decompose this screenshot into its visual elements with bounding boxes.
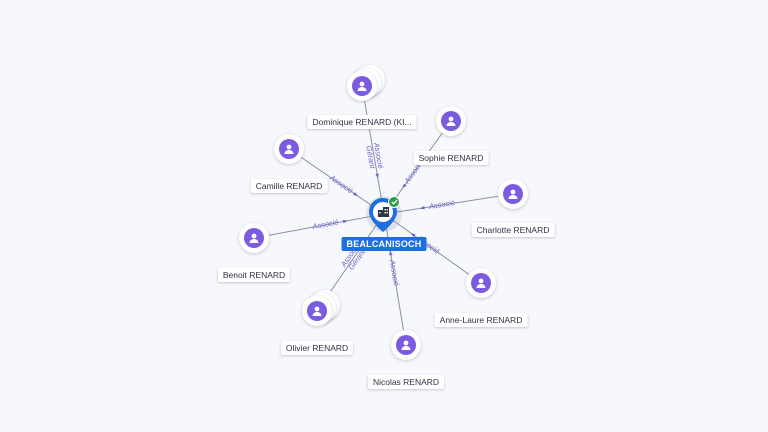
- relation-edge-camille: [288, 148, 385, 215]
- avatar: [503, 184, 523, 204]
- person-circle: [347, 71, 377, 101]
- person-node-olivier[interactable]: [302, 290, 340, 326]
- person-circle: [302, 296, 332, 326]
- avatar: [471, 273, 491, 293]
- person-name-label[interactable]: Dominique RENARD (KI...: [307, 115, 417, 129]
- person-name-label[interactable]: Anne-Laure RENARD: [434, 313, 528, 327]
- relation-arrow-dominique: [375, 173, 379, 179]
- avatar: [279, 139, 299, 159]
- avatar: [244, 228, 264, 248]
- relation-label-dominique-0: Gérant: [364, 145, 377, 170]
- person-circle: [466, 268, 496, 298]
- avatar: [396, 335, 416, 355]
- relation-arrow-anne-laure: [410, 232, 416, 238]
- person-node-dominique[interactable]: [347, 65, 385, 101]
- avatar: [441, 111, 461, 131]
- company-name-label[interactable]: BEALCANISOCH: [341, 237, 427, 251]
- person-icon: [446, 116, 456, 126]
- avatar: [307, 301, 327, 321]
- relation-arrow-nicolas: [389, 250, 393, 256]
- person-name-label[interactable]: Benoit RENARD: [217, 268, 291, 282]
- relation-arrow-charlotte: [419, 206, 425, 210]
- person-node-benoit[interactable]: [239, 223, 269, 253]
- relation-edge-benoit: [253, 213, 385, 239]
- person-circle: [498, 179, 528, 209]
- person-node-charlotte[interactable]: [498, 179, 528, 209]
- relation-edge-charlotte: [383, 193, 514, 215]
- relation-arrow-benoit: [342, 219, 348, 224]
- person-icon: [312, 306, 322, 316]
- relation-edge-anne-laure: [383, 213, 482, 284]
- person-icon: [401, 340, 411, 350]
- building-icon: [378, 207, 389, 217]
- person-circle: [436, 106, 466, 136]
- person-node-anne-laure[interactable]: [466, 268, 496, 298]
- check-icon: [388, 196, 400, 208]
- person-name-label[interactable]: Charlotte RENARD: [471, 223, 555, 237]
- person-icon: [508, 189, 518, 199]
- avatar: [352, 76, 372, 96]
- person-name-label[interactable]: Olivier RENARD: [280, 341, 354, 355]
- relation-arrow-sophie: [402, 183, 407, 189]
- person-circle: [239, 223, 269, 253]
- person-name-label[interactable]: Camille RENARD: [250, 179, 328, 193]
- person-node-camille[interactable]: [274, 134, 304, 164]
- person-circle: [391, 330, 421, 360]
- person-name-label[interactable]: Nicolas RENARD: [367, 375, 445, 389]
- person-circle: [274, 134, 304, 164]
- relation-edge-dominique: [361, 85, 385, 215]
- relation-label-nicolas-0: Associé: [388, 258, 401, 286]
- relation-label-benoit-0: Associé: [311, 217, 339, 231]
- relation-arrow-camille: [353, 192, 358, 197]
- person-icon: [284, 144, 294, 154]
- person-node-nicolas[interactable]: [391, 330, 421, 360]
- person-node-sophie[interactable]: [436, 106, 466, 136]
- relation-label-camille-0: Associé: [327, 173, 355, 196]
- relation-label-charlotte-0: Associé: [427, 198, 455, 211]
- person-icon: [357, 81, 367, 91]
- person-name-label[interactable]: Sophie RENARD: [413, 151, 489, 165]
- person-icon: [249, 233, 259, 243]
- person-icon: [476, 278, 486, 288]
- relation-edge-nicolas: [383, 213, 407, 346]
